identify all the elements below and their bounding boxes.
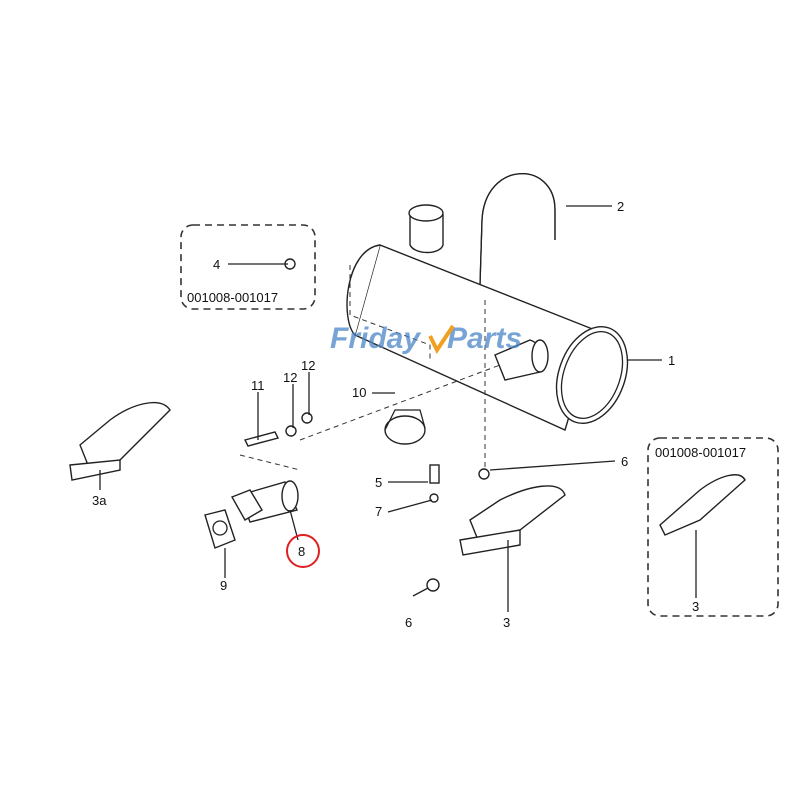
clamp-part-10 bbox=[384, 409, 426, 445]
serial-range-right: 001008-001017 bbox=[655, 445, 746, 460]
nut-part-12 bbox=[285, 425, 297, 437]
callout-9: 9 bbox=[220, 578, 227, 593]
highlight-circle-part-8 bbox=[286, 534, 320, 568]
callout-1: 1 bbox=[668, 353, 675, 368]
bolt-part-11 bbox=[243, 431, 280, 447]
callout-8: 8 bbox=[298, 544, 305, 559]
serial-range-left: 001008-001017 bbox=[187, 290, 278, 305]
bracket-part-3 bbox=[426, 464, 566, 592]
callout-12-right: 12 bbox=[301, 358, 315, 373]
callout-7: 7 bbox=[375, 504, 382, 519]
watermark-logo: Friday Parts bbox=[330, 322, 522, 355]
svg-text:Parts: Parts bbox=[447, 322, 522, 355]
svg-text:Friday: Friday bbox=[330, 322, 421, 355]
callout-10: 10 bbox=[352, 385, 366, 400]
washer-part-12 bbox=[301, 412, 313, 424]
gasket-part-9 bbox=[204, 509, 236, 549]
callout-3-main: 3 bbox=[503, 615, 510, 630]
callout-2: 2 bbox=[617, 199, 624, 214]
u-bolt-part-2 bbox=[479, 173, 556, 286]
callout-5: 5 bbox=[375, 475, 382, 490]
bracket-variant-part-3 bbox=[659, 474, 746, 536]
callout-11: 11 bbox=[251, 378, 265, 393]
serial-box-right bbox=[647, 437, 779, 617]
callout-3a: 3a bbox=[92, 493, 107, 508]
callout-4: 4 bbox=[213, 257, 220, 272]
callout-6-bottom: 6 bbox=[405, 615, 412, 630]
callout-12-left: 12 bbox=[283, 370, 297, 385]
muffler-part-1 bbox=[346, 204, 629, 431]
callout-3-box: 3 bbox=[692, 599, 699, 614]
callout-6-top: 6 bbox=[621, 454, 628, 469]
bracket-part-3a bbox=[69, 401, 171, 481]
pipe-part-8 bbox=[230, 480, 299, 523]
serial-box-left bbox=[180, 224, 316, 310]
